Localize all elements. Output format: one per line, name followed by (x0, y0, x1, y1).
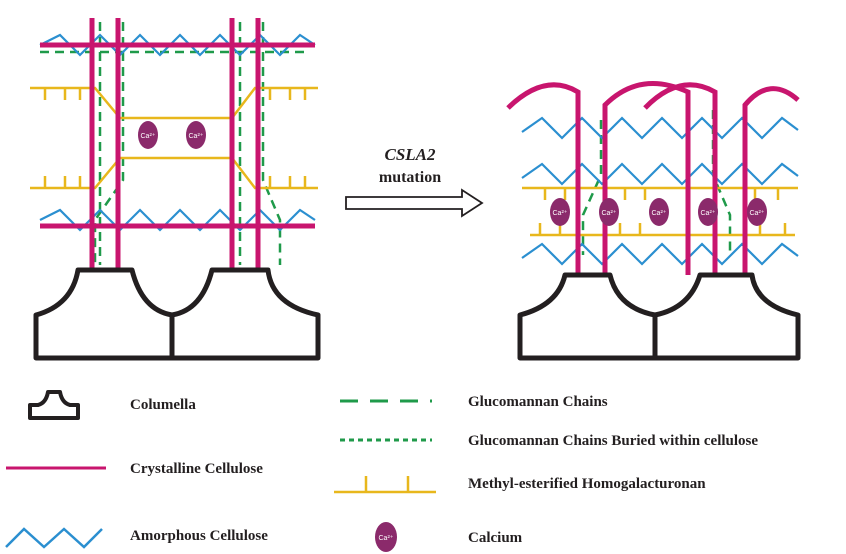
legend-item-glucomannan-buried: Glucomannan Chains Buried within cellulo… (340, 433, 758, 449)
svg-text:Ca²⁺: Ca²⁺ (189, 133, 204, 140)
mut-calcium-ion: Ca²⁺ (698, 198, 718, 226)
legend-item-glucomannan: Glucomannan Chains (340, 394, 608, 410)
svg-text:Glucomannan Chains: Glucomannan Chains (468, 394, 608, 410)
wild-type-panel: Ca²⁺ Ca²⁺ (30, 18, 321, 361)
mut-columella (517, 272, 801, 361)
svg-text:Ca²⁺: Ca²⁺ (379, 535, 394, 542)
arrow-icon (345, 188, 484, 218)
calcium-icon: Ca²⁺ (375, 522, 397, 552)
mut-calcium-ion: Ca²⁺ (550, 198, 570, 226)
wt-homogalacturonan (30, 86, 318, 190)
svg-text:Calcium: Calcium (468, 530, 523, 546)
wt-calcium-ion: Ca²⁺ (138, 121, 158, 149)
mut-calcium-ion: Ca²⁺ (599, 198, 619, 226)
svg-text:Ca²⁺: Ca²⁺ (701, 210, 716, 217)
svg-text:Columella: Columella (130, 397, 196, 413)
wt-crystalline-cellulose (40, 18, 315, 270)
mut-homogalacturonan (522, 186, 798, 237)
svg-text:Ca²⁺: Ca²⁺ (141, 133, 156, 140)
svg-text:Methyl-esterified Homogalactu: Methyl-esterified Homogalacturonan (468, 476, 706, 492)
columella-icon (28, 390, 80, 420)
legend-item-columella: Columella (28, 390, 196, 420)
legend-item-homogalacturonan: Methyl-esterified Homogalacturonan (334, 476, 706, 494)
svg-text:Ca²⁺: Ca²⁺ (750, 210, 765, 217)
svg-text:Ca²⁺: Ca²⁺ (602, 210, 617, 217)
svg-text:Crystalline Cellulose: Crystalline Cellulose (130, 461, 263, 477)
mut-calcium-ion: Ca²⁺ (747, 198, 767, 226)
svg-text:Ca²⁺: Ca²⁺ (652, 210, 667, 217)
wt-calcium-ion: Ca²⁺ (186, 121, 206, 149)
legend: Columella Crystalline Cellulose Amorphou… (5, 390, 758, 552)
svg-text:Glucomannan Chains Buried with: Glucomannan Chains Buried within cellulo… (468, 433, 758, 449)
mutation-arrow: CSLA2 mutation (345, 145, 484, 218)
svg-text:Ca²⁺: Ca²⁺ (553, 210, 568, 217)
wt-amorphous-cellulose (39, 33, 316, 232)
legend-item-crystalline: Crystalline Cellulose (6, 461, 263, 477)
amorphous-zigzag-icon (5, 527, 103, 549)
legend-item-amorphous: Amorphous Cellulose (5, 527, 268, 549)
gene-label: CSLA2 (384, 145, 436, 164)
mut-amorphous-cellulose (521, 116, 799, 266)
wt-columella (33, 267, 321, 361)
mut-calcium-ion: Ca²⁺ (649, 198, 669, 226)
svg-text:Amorphous Cellulose: Amorphous Cellulose (130, 528, 268, 544)
legend-item-calcium: Ca²⁺ Calcium (375, 522, 523, 552)
mutant-panel: Ca²⁺ Ca²⁺ Ca²⁺ Ca²⁺ Ca²⁺ (506, 81, 801, 361)
mutation-label: mutation (379, 169, 441, 186)
mut-crystalline-cellulose (506, 81, 800, 275)
homogalacturonan-icon (334, 476, 436, 494)
